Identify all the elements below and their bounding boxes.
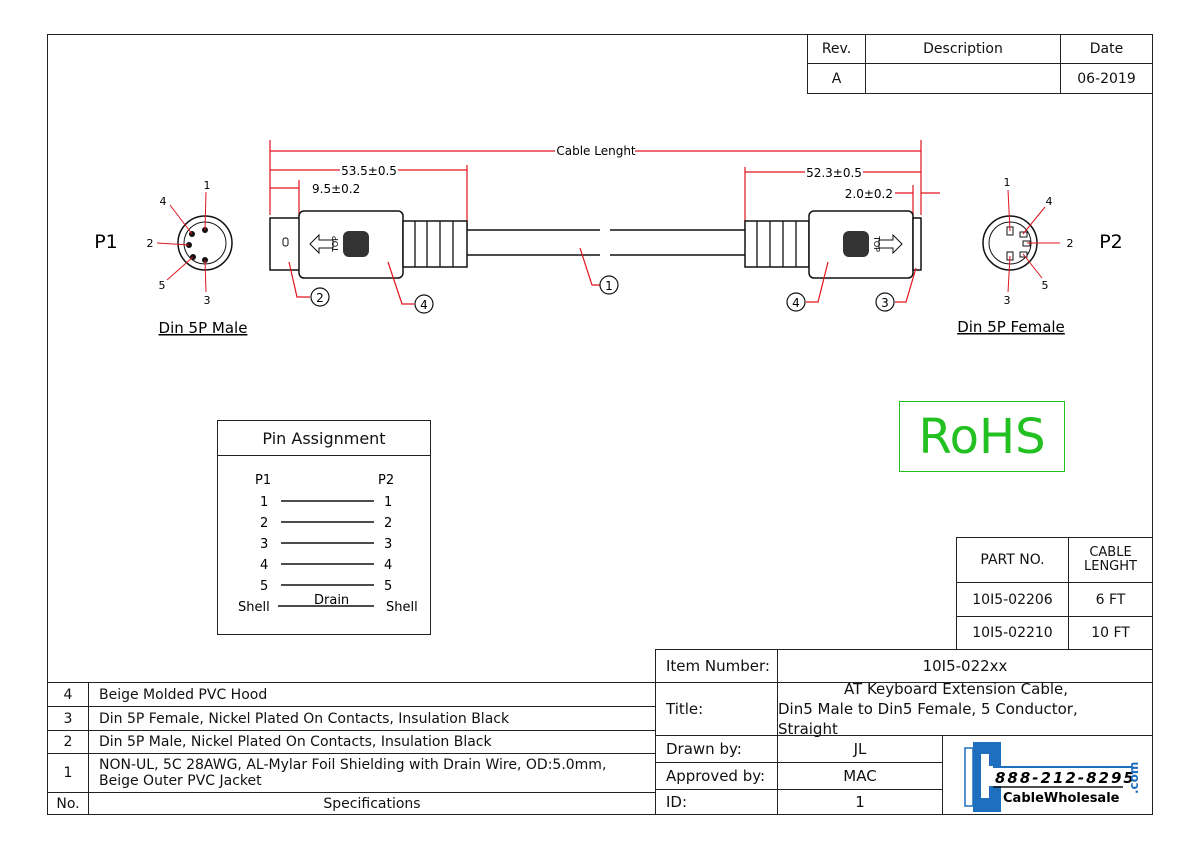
length-cell: 10 FT	[1068, 616, 1153, 650]
drawn-by-label: Drawn by:	[655, 735, 778, 763]
p1-label: P1	[94, 231, 118, 253]
svg-text:3: 3	[384, 537, 392, 552]
svg-text:1: 1	[204, 179, 211, 192]
p1-connector-face: 1 4 2 5 3	[147, 179, 233, 307]
cable-length-header: CABLE LENGHT	[1068, 537, 1153, 583]
svg-text:1: 1	[1004, 176, 1011, 189]
p2-connector-name: Din 5P Female	[957, 318, 1065, 336]
p2-connector-face: 1 4 2 5 3	[982, 176, 1074, 307]
title-label: Title:	[655, 682, 778, 736]
p1-connector-name: Din 5P Male	[159, 319, 248, 337]
svg-text:4: 4	[160, 195, 167, 208]
drawn-by-value: JL	[777, 735, 943, 763]
spec-text: NON-UL, 5C 28AWG, AL-Mylar Foil Shieldin…	[88, 753, 656, 793]
approved-by-value: MAC	[777, 762, 943, 790]
pin-assignment-box: Pin Assignment P1 P2 1 1 2 2 3 3 4 4 5 5 Shell…	[217, 420, 431, 635]
p2-label: P2	[1099, 231, 1123, 253]
callout-1: 1	[605, 279, 613, 293]
left-strain-relief	[402, 220, 468, 268]
spec-text: Din 5P Female, Nickel Plated On Contacts…	[88, 706, 656, 731]
callout-2: 2	[316, 291, 324, 305]
pin-map: P1 P2 1 1 2 2 3 3 4 4 5 5 Shell Drain Shell	[238, 473, 418, 615]
item-number-value: 10I5-022xx	[777, 649, 1153, 683]
pin-assignment-title: Pin Assignment	[218, 421, 430, 456]
cable-length-dim: Cable Lenght	[556, 144, 636, 158]
male-plug-tip	[269, 217, 301, 271]
svg-text:4: 4	[1046, 195, 1053, 208]
right-overall-dim: 52.3±0.5	[806, 166, 862, 180]
svg-text:1: 1	[260, 495, 268, 510]
right-grip-icon	[843, 231, 869, 257]
spec-header: Specifications	[88, 792, 656, 815]
spec-text: Beige Molded PVC Hood	[88, 682, 656, 707]
svg-text:2: 2	[384, 516, 392, 531]
title-value: AT Keyboard Extension Cable, Din5 Male t…	[777, 680, 1153, 738]
cable-drawing: Cable Lenght 53.5±0.5 9.5±0.2 52.3±0.5 2…	[94, 140, 1123, 337]
id-label: ID:	[655, 789, 778, 815]
svg-text:2: 2	[1067, 237, 1074, 250]
left-plug-dim: 9.5±0.2	[312, 182, 360, 196]
spec-no: 3	[47, 706, 89, 731]
female-plug-tip	[912, 217, 922, 271]
length-cell: 6 FT	[1068, 582, 1153, 617]
right-plug-dim: 2.0±0.2	[845, 187, 893, 201]
callout-4-left: 4	[420, 298, 428, 312]
left-overall-dim: 53.5±0.5	[341, 164, 397, 178]
svg-text:5: 5	[384, 579, 392, 594]
cablewholesale-logo: 888-212-8295 CableWholesale .com	[964, 742, 1141, 812]
svg-text:Shell: Shell	[238, 600, 270, 615]
approved-by-label: Approved by:	[655, 762, 778, 790]
spec-no: 1	[47, 753, 89, 793]
part-no-header: PART NO.	[956, 537, 1069, 583]
right-strain-relief	[744, 220, 810, 268]
svg-text:5: 5	[159, 279, 166, 292]
item-number-label: Item Number:	[655, 649, 778, 683]
title-line: AT Keyboard Extension Cable,	[843, 680, 1068, 698]
spec-no: 2	[47, 730, 89, 754]
svg-text:Drain: Drain	[314, 593, 349, 608]
date-value: 06-2019	[1060, 63, 1153, 94]
top-label-left: TOP	[331, 236, 340, 253]
rohs-badge: RoHS	[899, 401, 1065, 472]
svg-text:P2: P2	[378, 473, 394, 488]
logo-brand: CableWholesale	[1003, 791, 1120, 806]
spec-text: Din 5P Male, Nickel Plated On Contacts, …	[88, 730, 656, 754]
title-line: Din5 Male to Din5 Female, 5 Conductor, S…	[778, 700, 1078, 738]
spec-no-header: No.	[47, 792, 89, 815]
svg-text:4: 4	[260, 558, 268, 573]
svg-text:3: 3	[260, 537, 268, 552]
left-grip-icon	[343, 231, 369, 257]
svg-text:5: 5	[1042, 279, 1049, 292]
right-arrow-icon	[878, 233, 903, 255]
svg-text:P1: P1	[255, 473, 271, 488]
part-no-cell: 10I5-02206	[956, 582, 1069, 617]
logo-cell: 888-212-8295 CableWholesale .com	[942, 735, 1153, 815]
top-label-right: TOP	[872, 235, 881, 252]
logo-tld: .com	[1127, 762, 1141, 794]
svg-text:5: 5	[260, 579, 268, 594]
svg-text:4: 4	[384, 558, 392, 573]
spec-text-line: Beige Outer PVC Jacket	[99, 773, 262, 789]
logo-phone: 888-212-8295	[995, 769, 1136, 787]
left-arrow-icon	[309, 233, 334, 255]
svg-text:2: 2	[147, 237, 154, 250]
id-value: 1	[777, 789, 943, 815]
callout-3: 3	[881, 296, 889, 310]
spec-no: 4	[47, 682, 89, 707]
svg-text:Shell: Shell	[386, 600, 418, 615]
svg-text:3: 3	[204, 294, 211, 307]
spec-text-line: NON-UL, 5C 28AWG, AL-Mylar Foil Shieldin…	[99, 757, 607, 773]
svg-text:3: 3	[1004, 294, 1011, 307]
callout-4-right: 4	[792, 296, 800, 310]
part-no-cell: 10I5-02210	[956, 616, 1069, 650]
svg-text:2: 2	[260, 516, 268, 531]
svg-text:1: 1	[384, 495, 392, 510]
